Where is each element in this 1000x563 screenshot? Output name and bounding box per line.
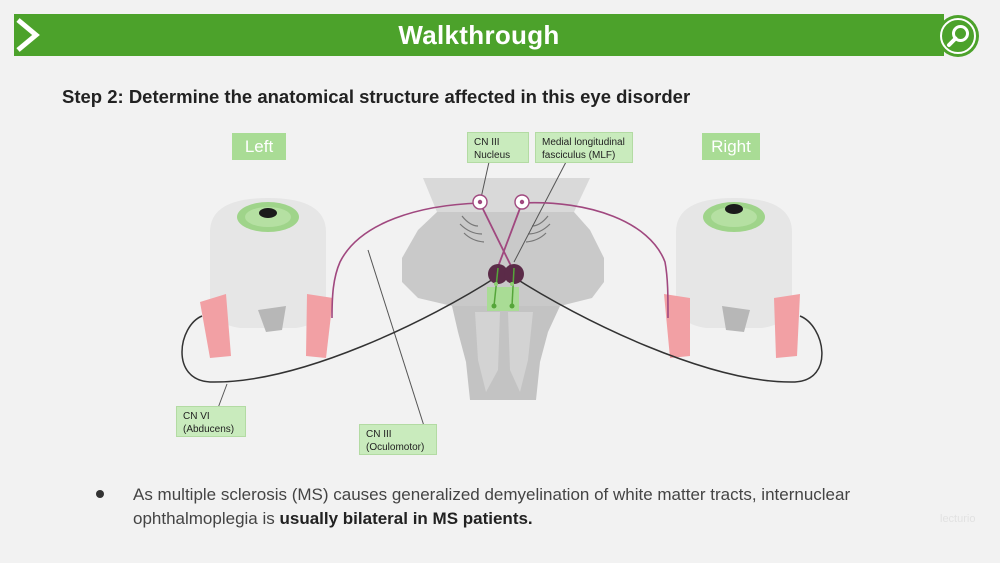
page-title: Walkthrough [398,20,560,50]
cn6-nerves [181,275,823,383]
brainstem [402,178,604,400]
cn6-nuclei [488,264,524,309]
banner-shape [14,14,944,56]
cn6-label: CN VI (Abducens) [176,406,246,437]
bullet-bold: usually bilateral in MS patients. [279,509,533,528]
cn3-nucleus-label: CN III Nucleus [467,132,529,163]
left-label: Left [232,133,286,160]
step-title: Step 2: Determine the anatomical structu… [62,86,691,107]
mlf-label: Medial longitudinal fasciculus (MLF) [535,132,633,163]
cn3-nerves [331,201,669,319]
header-banner: Walkthrough [14,14,944,56]
bullet-plain: As multiple sclerosis (MS) causes genera… [133,485,851,528]
right-label: Right [702,133,760,160]
right-eye [664,198,800,358]
cn3-nuclei [472,194,530,210]
bullet-icon [96,490,104,498]
left-eye [200,198,333,358]
leader-lines [217,161,567,427]
bullet-text: As multiple sclerosis (MS) causes genera… [133,483,923,531]
cn3-label: CN III (Oculomotor) [359,424,437,455]
watermark: lecturio [940,513,976,525]
search-icon[interactable] [936,14,980,58]
